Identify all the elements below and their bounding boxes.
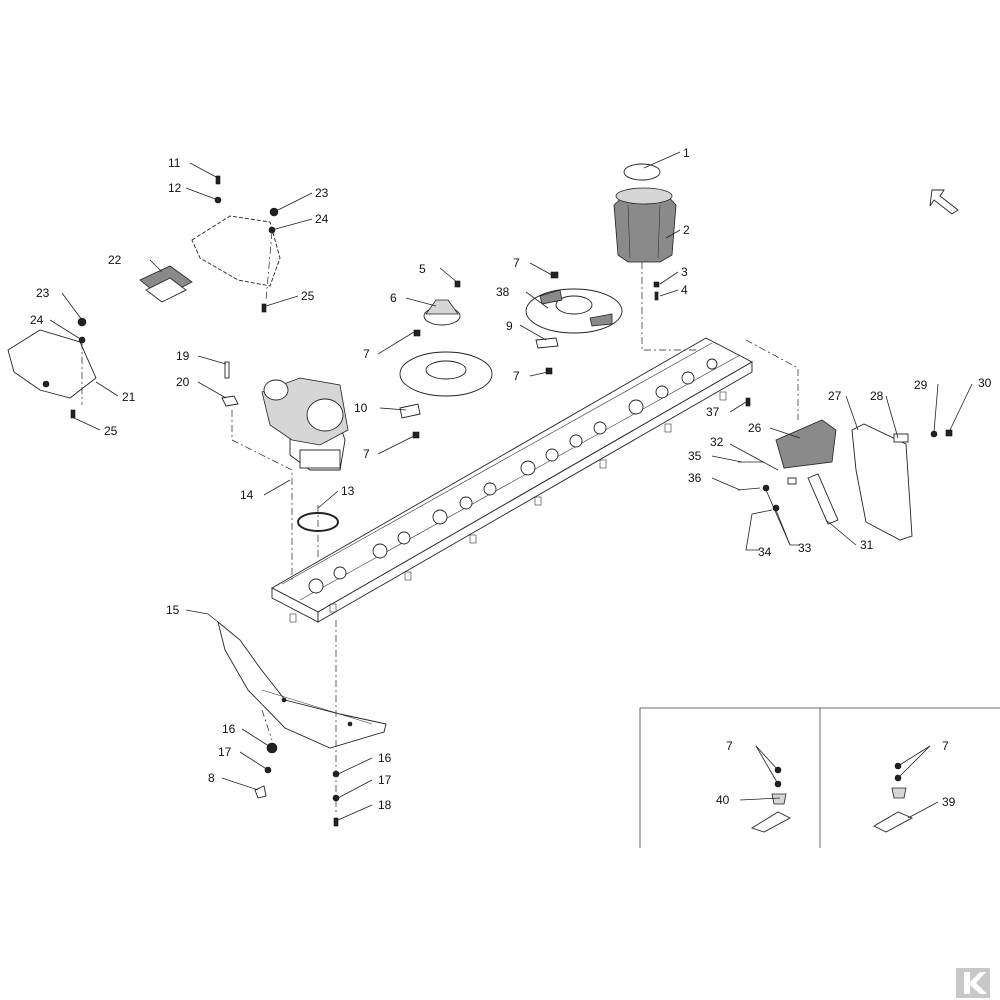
callout-16a: 16: [222, 722, 236, 736]
callout-14: 14: [240, 488, 254, 502]
callout-34: 34: [758, 545, 772, 559]
callout-9: 9: [506, 319, 513, 333]
part-9-knife: [535, 337, 559, 375]
callout-29: 29: [914, 378, 928, 392]
skid-fasteners: [254, 742, 340, 827]
callout-7e: 7: [726, 739, 733, 753]
callout-21: 21: [122, 390, 136, 404]
k-logo-icon: [956, 968, 990, 998]
cutter-bar: [271, 337, 753, 623]
part-22-bracket: [139, 265, 193, 303]
callout-25b: 25: [104, 424, 118, 438]
callout-3: 3: [681, 265, 688, 279]
callout-15: 15: [166, 603, 180, 617]
callout-24b: 24: [30, 313, 44, 327]
part-6-cone: [423, 280, 461, 326]
callout-32: 32: [710, 435, 724, 449]
callout-27: 27: [828, 389, 842, 403]
bolt-3-4: [653, 281, 660, 301]
detail-box: [639, 707, 1000, 848]
callout-33: 33: [798, 541, 812, 555]
callout-8: 8: [208, 771, 215, 785]
callout-37: 37: [706, 405, 720, 419]
callout-7f: 7: [942, 739, 949, 753]
callout-22: 22: [108, 253, 122, 267]
callout-35: 35: [688, 449, 702, 463]
part-1-cap: [623, 163, 661, 181]
callout-30: 30: [978, 376, 992, 390]
part-28-spring: [893, 433, 909, 443]
part-19-20: [221, 361, 239, 407]
part-15-skid: [217, 620, 387, 749]
bar-disc-seats: [308, 358, 718, 594]
callout-4: 4: [681, 283, 688, 297]
callout-38: 38: [496, 285, 510, 299]
callout-18: 18: [378, 798, 392, 812]
callout-13: 13: [341, 484, 355, 498]
callout-26: 26: [748, 421, 762, 435]
callout-11: 11: [168, 156, 181, 170]
callout-7d: 7: [363, 447, 370, 461]
detail-right-knife-39: [873, 762, 914, 833]
gearbox: [261, 377, 349, 471]
part-10-knife: [399, 403, 421, 439]
part-2-drum: [613, 187, 677, 263]
callout-labels: 1 2 3 4 5 6 7 38 9 7 7 10 7 19 20 14 13 …: [30, 146, 992, 812]
part-31-skid-shoe: [807, 473, 839, 525]
callout-31: 31: [860, 538, 874, 552]
top-plate: [191, 175, 281, 313]
part-21-shield: [7, 317, 97, 419]
callout-23b: 23: [36, 286, 50, 300]
part-27-plate: [851, 423, 913, 541]
direction-arrow-icon: [929, 189, 959, 215]
callout-25a: 25: [301, 289, 315, 303]
callout-6: 6: [390, 291, 397, 305]
center-disc: [399, 329, 493, 397]
part-26-end-bracket: [775, 419, 837, 469]
callout-1: 1: [683, 146, 690, 160]
callout-19: 19: [176, 349, 190, 363]
callout-7b: 7: [513, 369, 520, 383]
callout-7a: 7: [513, 256, 520, 270]
detail-left-knife-40: [750, 766, 791, 833]
callout-24a: 24: [315, 212, 329, 226]
callout-leaders: [49, 151, 973, 821]
callout-17b: 17: [378, 773, 392, 787]
callout-36: 36: [688, 471, 702, 485]
callout-7c: 7: [363, 347, 370, 361]
callout-16b: 16: [378, 751, 392, 765]
callout-23a: 23: [315, 186, 329, 200]
callout-2: 2: [683, 223, 690, 237]
callout-40: 40: [716, 793, 730, 807]
callout-12: 12: [168, 181, 182, 195]
callout-20: 20: [176, 375, 190, 389]
callout-5: 5: [419, 262, 426, 276]
callout-17a: 17: [218, 745, 232, 759]
callout-10: 10: [354, 401, 368, 415]
callout-39: 39: [942, 795, 956, 809]
callout-28: 28: [870, 389, 884, 403]
part-38-disc: [525, 271, 623, 334]
